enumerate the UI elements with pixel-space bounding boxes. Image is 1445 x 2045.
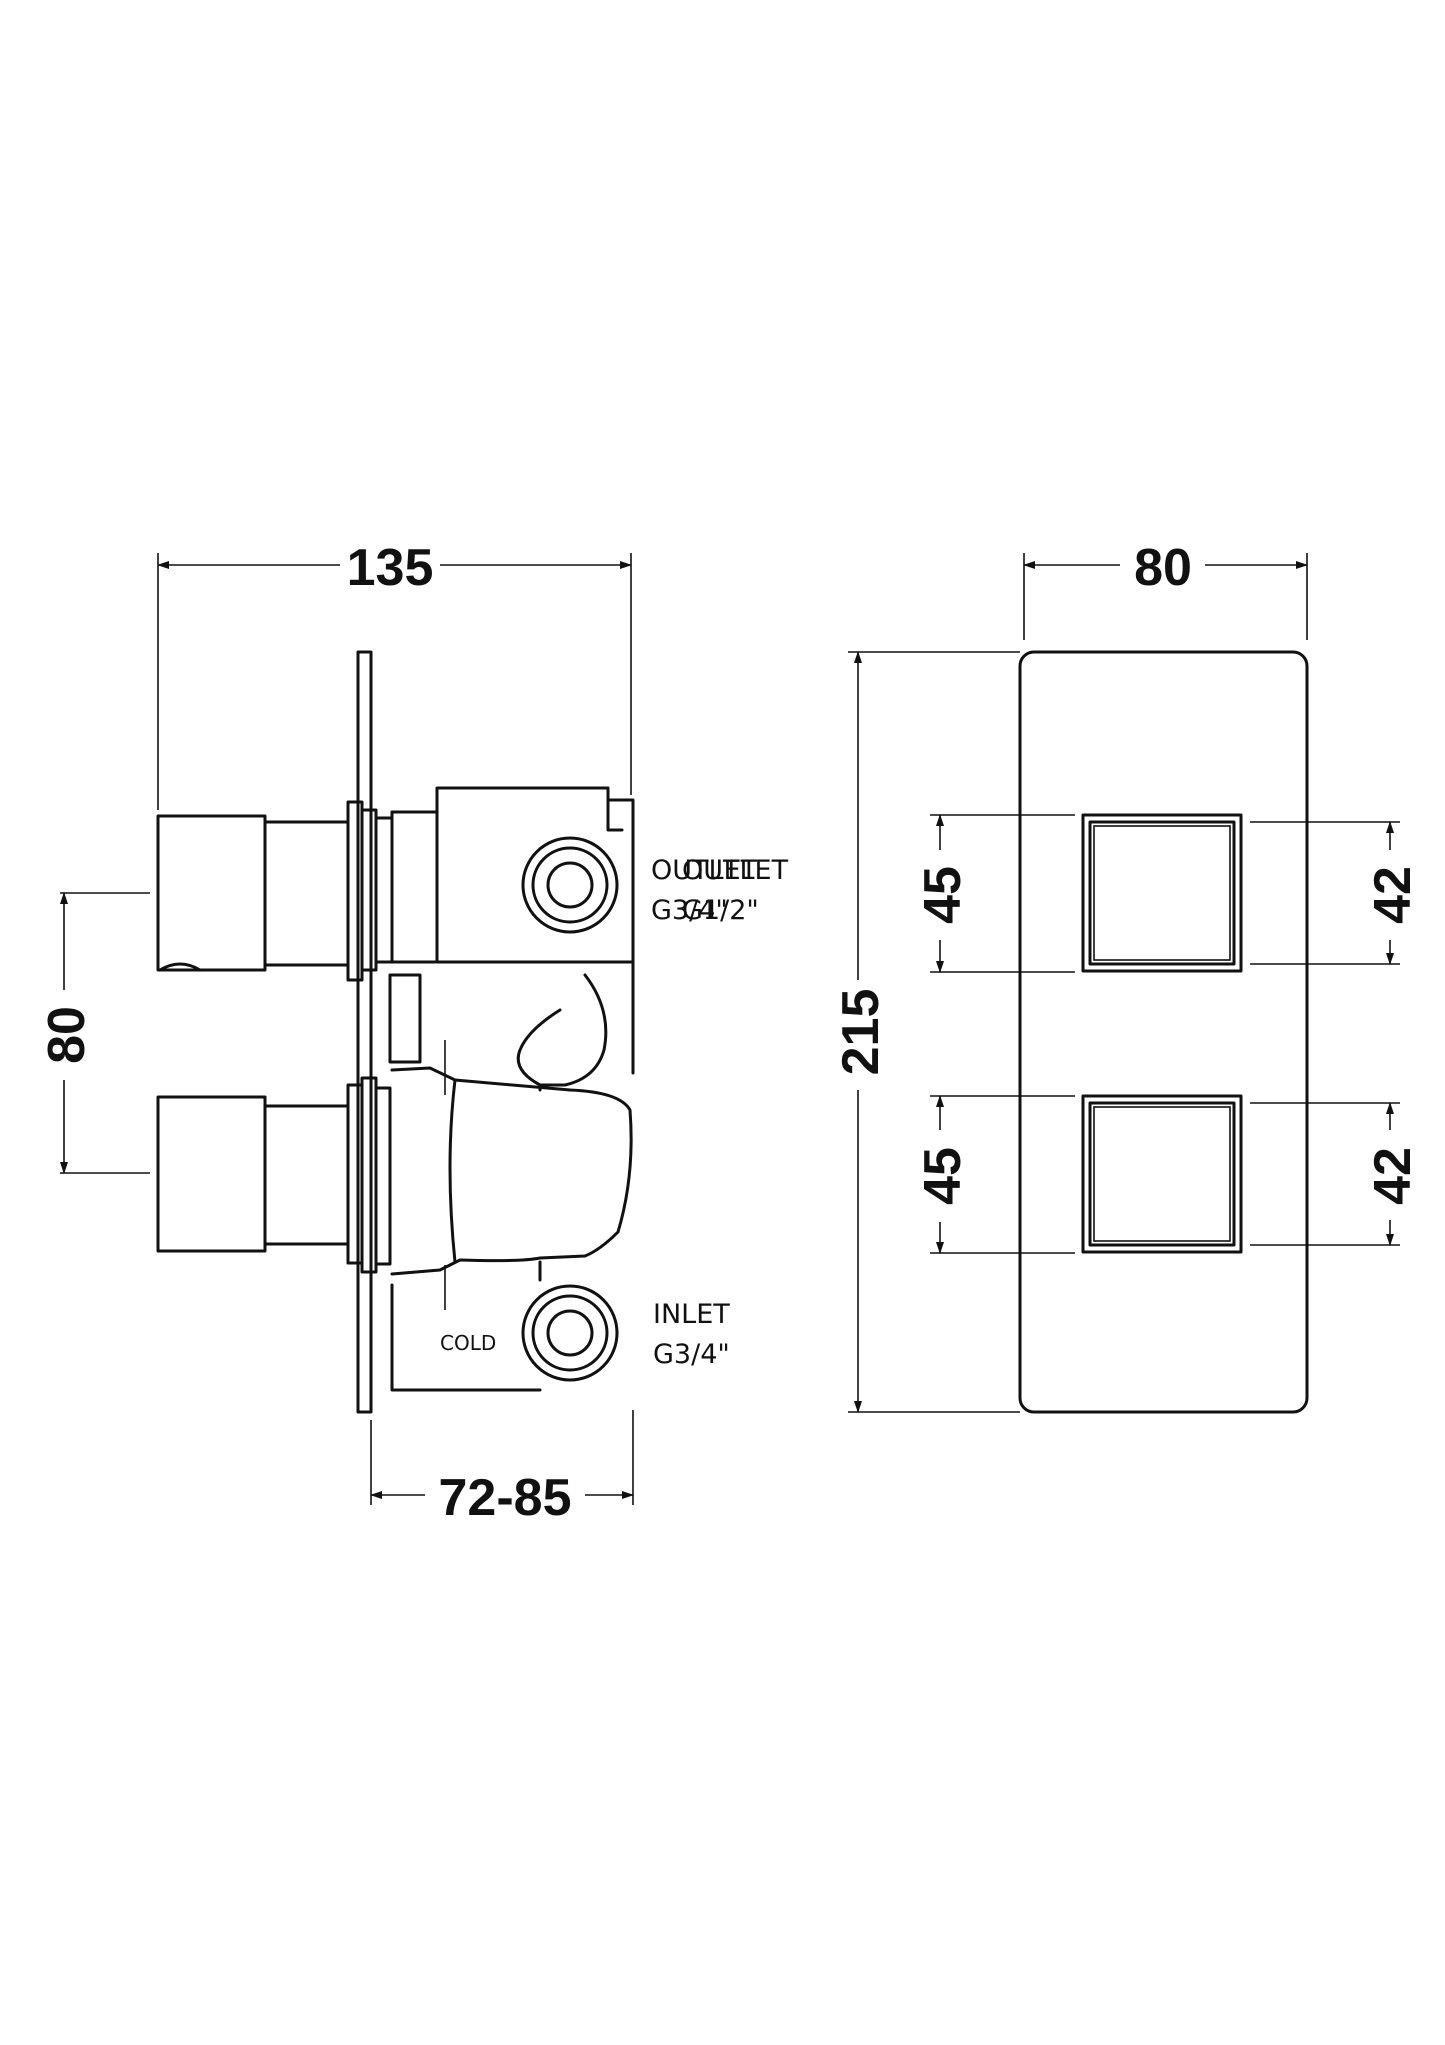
inlet-label-line2: G3/4" [653, 1339, 730, 1370]
front-view: 80 215 45 [832, 539, 1422, 1414]
inlet-label-line1: INLET [653, 1299, 730, 1330]
valve-body [388, 786, 635, 1392]
upper-knob [1081, 813, 1243, 973]
dimension-plate-height-text: 215 [832, 989, 890, 1076]
side-view: 135 80 [38, 539, 789, 1527]
outlet-port [521, 836, 619, 934]
dimension-side-depth: 72-85 [370, 1410, 634, 1527]
faceplate [1018, 650, 1309, 1414]
dimension-handle-spacing-text: 80 [38, 1006, 96, 1064]
dimension-plate-width: 80 [1023, 539, 1308, 640]
dimension-side-width: 135 [157, 539, 632, 810]
dimension-lower-knob-height: 42 [1250, 1102, 1422, 1246]
dimension-upper-handle-span-text: 45 [914, 866, 972, 924]
dimension-upper-handle-span: 45 [914, 814, 1075, 973]
dimension-handle-spacing: 80 [38, 892, 150, 1174]
dimension-side-width-text: 135 [347, 539, 434, 597]
lower-handle [156, 1076, 392, 1274]
dimension-side-depth-text: 72-85 [439, 1469, 572, 1527]
dimension-plate-height: 215 [832, 651, 1020, 1413]
dimension-lower-knob-height-text: 42 [1364, 1147, 1422, 1205]
dimension-lower-handle-span-text: 45 [914, 1147, 972, 1205]
dimension-plate-width-text: 80 [1134, 539, 1192, 597]
upper-handle [156, 800, 394, 982]
wall-plate-edge [356, 650, 373, 1414]
outlet-overlap-label-line2: G1/2" [682, 895, 759, 926]
cold-label: COLD [440, 1331, 496, 1355]
dimension-upper-knob-height: 42 [1250, 821, 1422, 965]
outlet-overlap-label-line1: OUTLET [682, 855, 789, 886]
outlet-label-line2: G3/4" [651, 895, 728, 926]
dimension-lower-handle-span: 45 [914, 1095, 1075, 1254]
lower-knob [1081, 1094, 1243, 1254]
dimension-upper-knob-height-text: 42 [1364, 866, 1422, 924]
inlet-port [521, 1284, 619, 1382]
outlet-label-line1: OUTLET [651, 855, 758, 886]
